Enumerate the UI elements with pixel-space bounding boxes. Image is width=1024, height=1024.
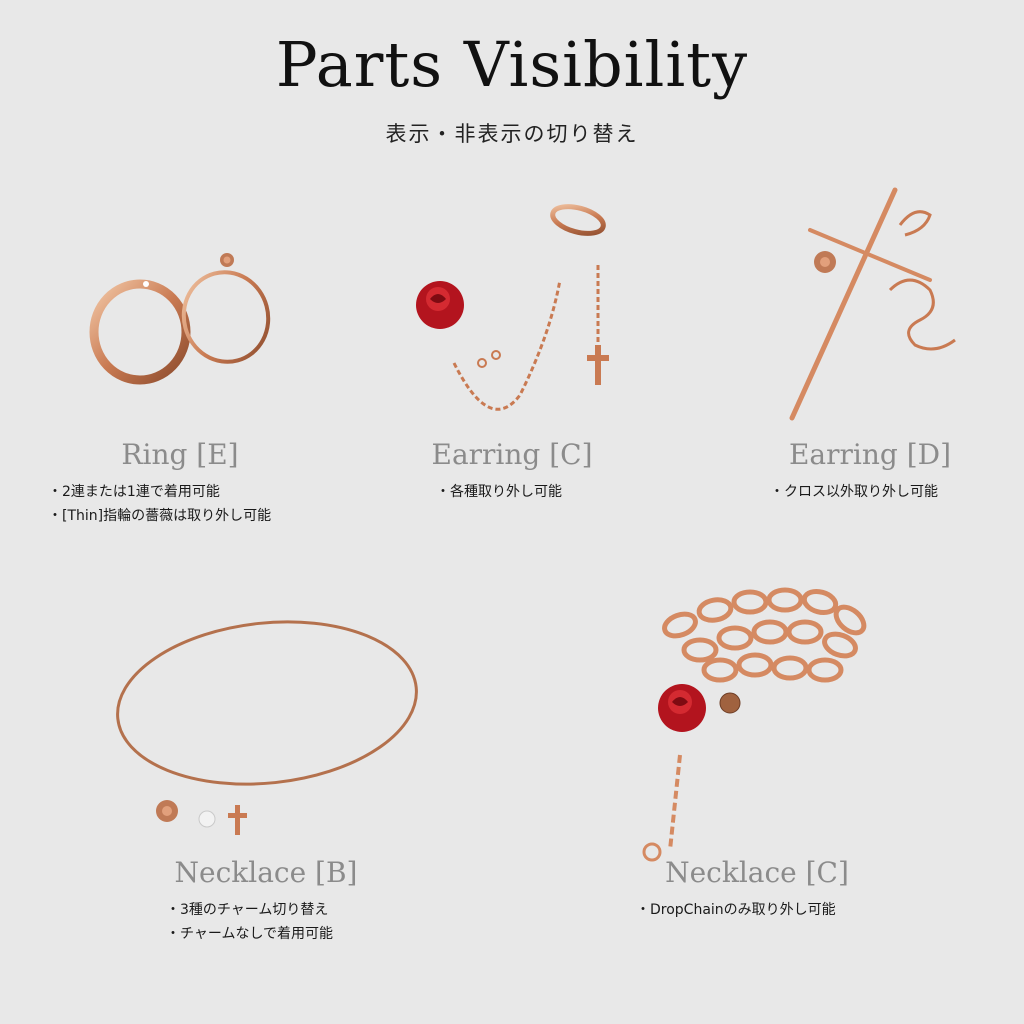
earring-c-note: ・各種取り外し可能 bbox=[436, 484, 562, 500]
earring-d-label: Earring [D] bbox=[788, 438, 951, 471]
necklace-b-label: Necklace [B] bbox=[174, 856, 358, 889]
page-subtitle: 表示・非表示の切り替え bbox=[385, 122, 639, 146]
page-title: Parts Visibility bbox=[275, 28, 749, 101]
necklace-b-image bbox=[116, 620, 418, 835]
necklace-b-notes: ・3種のチャーム切り替え ・チャームなしで着用可能 bbox=[166, 898, 333, 946]
ring-e-note: ・2連または1連で着用可能 bbox=[48, 484, 220, 500]
necklace-c-notes: ・DropChainのみ取り外し可能 bbox=[636, 898, 836, 922]
earring-d-note: ・クロス以外取り外し可能 bbox=[770, 484, 938, 500]
earring-d-image bbox=[789, 187, 956, 421]
ring-e-label: Ring [E] bbox=[121, 438, 239, 471]
necklace-c-image bbox=[642, 587, 867, 862]
earring-d-notes: ・クロス以外取り外し可能 bbox=[770, 480, 938, 504]
necklace-b-note: ・チャームなしで着用可能 bbox=[166, 926, 334, 942]
necklace-c-label: Necklace [C] bbox=[665, 856, 849, 889]
ring-e-image bbox=[89, 253, 271, 385]
necklace-c-note: ・DropChainのみ取り外し可能 bbox=[636, 902, 836, 918]
earring-c-image bbox=[416, 204, 609, 411]
earring-c-label: Earring [C] bbox=[431, 438, 593, 471]
ring-e-notes: ・2連または1連で着用可能 ・[Thin]指輪の薔薇は取り外し可能 bbox=[48, 480, 271, 528]
earring-c-notes: ・各種取り外し可能 bbox=[436, 480, 562, 504]
necklace-b-note: ・3種のチャーム切り替え bbox=[166, 902, 329, 918]
ring-e-note: ・[Thin]指輪の薔薇は取り外し可能 bbox=[48, 508, 272, 524]
